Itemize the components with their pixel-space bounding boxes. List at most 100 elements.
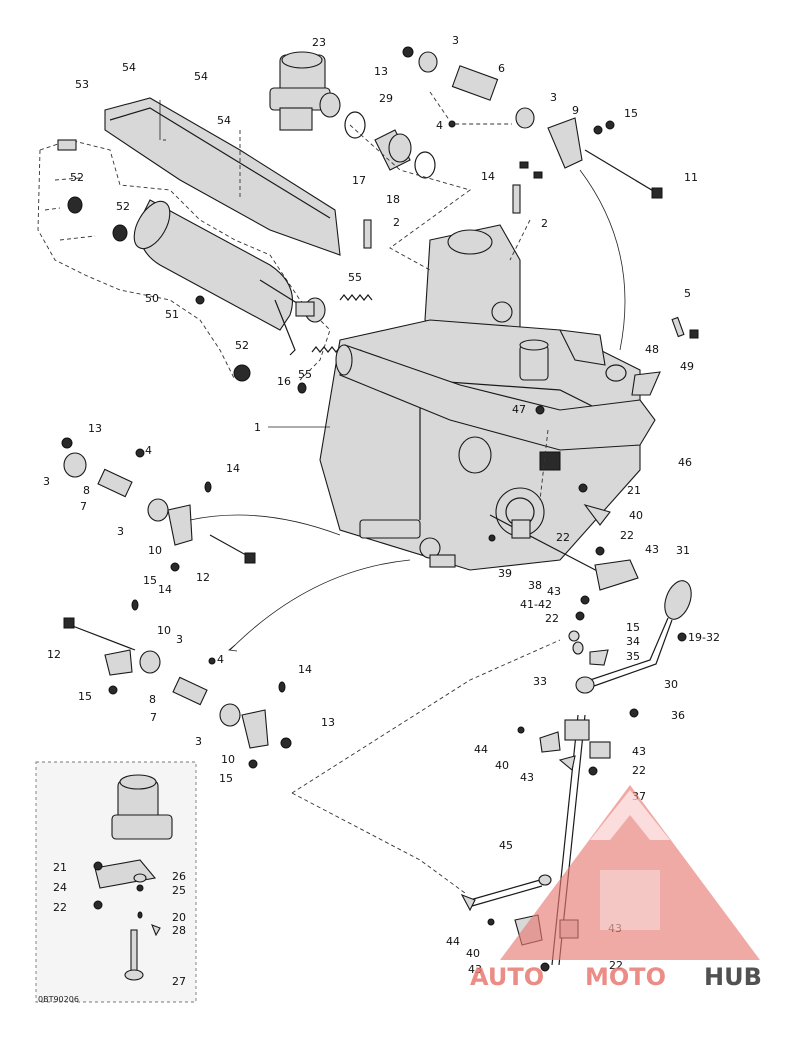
label-54b: 54 (194, 70, 208, 83)
label-23: 23 (312, 36, 326, 49)
label-2a: 2 (393, 216, 400, 229)
label-22e: 22 (609, 959, 623, 972)
label-31: 31 (676, 544, 690, 557)
label-19-32: 19-32 (688, 631, 720, 644)
label-55b: 55 (298, 368, 312, 381)
label-50: 50 (145, 292, 159, 305)
shift-lever (568, 580, 692, 718)
heat-shield (104, 97, 341, 256)
label-7b: 7 (150, 711, 157, 724)
upper-engine-mount (402, 46, 663, 199)
label-49: 49 (680, 360, 694, 373)
label-8a: 8 (83, 484, 90, 497)
label-10c: 10 (221, 753, 235, 766)
label-43d: 43 (520, 771, 534, 784)
grommets (67, 196, 251, 382)
label-44a: 44 (474, 743, 488, 756)
label-54c: 54 (217, 114, 231, 127)
label-24: 24 (53, 881, 67, 894)
carburetor (269, 51, 341, 131)
label-1: 1 (254, 421, 261, 434)
label-30: 30 (664, 678, 678, 691)
label-15a: 15 (624, 107, 638, 120)
spark-plugs (363, 184, 521, 249)
label-3a: 3 (452, 34, 459, 47)
label-14d: 14 (298, 663, 312, 676)
label-53: 53 (75, 78, 89, 91)
label-45: 45 (499, 839, 513, 852)
label-22b: 22 (620, 529, 634, 542)
watermark-logo: AUTO MOTO HUB (470, 785, 762, 991)
label-13c: 13 (321, 716, 335, 729)
label-3c: 3 (43, 475, 50, 488)
label-40b: 40 (495, 759, 509, 772)
left-engine-mounts (61, 437, 292, 769)
label-22a: 22 (556, 531, 570, 544)
label-25: 25 (172, 884, 186, 897)
label-3e: 3 (176, 633, 183, 646)
label-52b: 52 (116, 200, 130, 213)
label-11: 11 (684, 171, 698, 184)
part-labels: 1 2 2 3 3 3 3 3 3 4 4 4 5 6 7 7 8 8 9 10… (43, 34, 720, 988)
label-5: 5 (684, 287, 691, 300)
label-46: 46 (678, 456, 692, 469)
label-28: 28 (172, 924, 186, 937)
label-38: 38 (528, 579, 542, 592)
label-43a: 43 (645, 543, 659, 556)
label-15e: 15 (626, 621, 640, 634)
label-35: 35 (626, 650, 640, 663)
label-34: 34 (626, 635, 640, 648)
label-16: 16 (277, 375, 291, 388)
label-22c: 22 (545, 612, 559, 625)
label-10b: 10 (157, 624, 171, 637)
label-36: 36 (671, 709, 685, 722)
label-55a: 55 (348, 271, 362, 284)
label-44b: 44 (446, 935, 460, 948)
label-7a: 7 (80, 500, 87, 513)
drawing-code: 0BT90206 (38, 995, 79, 1004)
label-3b: 3 (550, 91, 557, 104)
intake-boot-and-clamps (344, 111, 436, 179)
muffler (133, 199, 326, 356)
label-18: 18 (386, 193, 400, 206)
label-4c: 4 (217, 653, 224, 666)
label-27: 27 (172, 975, 186, 988)
label-8b: 8 (149, 693, 156, 706)
label-3f: 3 (195, 735, 202, 748)
frame-outline (37, 139, 331, 381)
label-22d: 22 (632, 764, 646, 777)
label-4b: 4 (145, 444, 152, 457)
label-22f: 22 (53, 901, 67, 914)
label-17: 17 (352, 174, 366, 187)
exhaust-pipe (335, 316, 699, 451)
label-52c: 52 (235, 339, 249, 352)
label-14a: 14 (481, 170, 495, 183)
inset-carb-bracket (35, 761, 197, 1003)
label-43b: 43 (547, 585, 561, 598)
label-3d: 3 (117, 525, 124, 538)
label-9: 9 (572, 104, 579, 117)
label-13a: 13 (374, 65, 388, 78)
label-29: 29 (379, 92, 393, 105)
label-41-42: 41-42 (520, 598, 552, 611)
label-15d: 15 (219, 772, 233, 785)
label-6: 6 (498, 62, 505, 75)
label-13b: 13 (88, 422, 102, 435)
label-43f: 43 (468, 963, 482, 976)
label-33: 33 (533, 675, 547, 688)
label-48: 48 (645, 343, 659, 356)
label-15b: 15 (143, 574, 157, 587)
label-4a: 4 (436, 119, 443, 132)
label-10a: 10 (148, 544, 162, 557)
label-54a: 54 (122, 61, 136, 74)
label-21a: 21 (627, 484, 641, 497)
label-26: 26 (172, 870, 186, 883)
label-15c: 15 (78, 690, 92, 703)
label-52a: 52 (70, 171, 84, 184)
label-40a: 40 (629, 509, 643, 522)
label-14c: 14 (158, 583, 172, 596)
shift-shaft (195, 295, 639, 621)
watermark-auto: AUTO (470, 963, 544, 991)
label-14b: 14 (226, 462, 240, 475)
